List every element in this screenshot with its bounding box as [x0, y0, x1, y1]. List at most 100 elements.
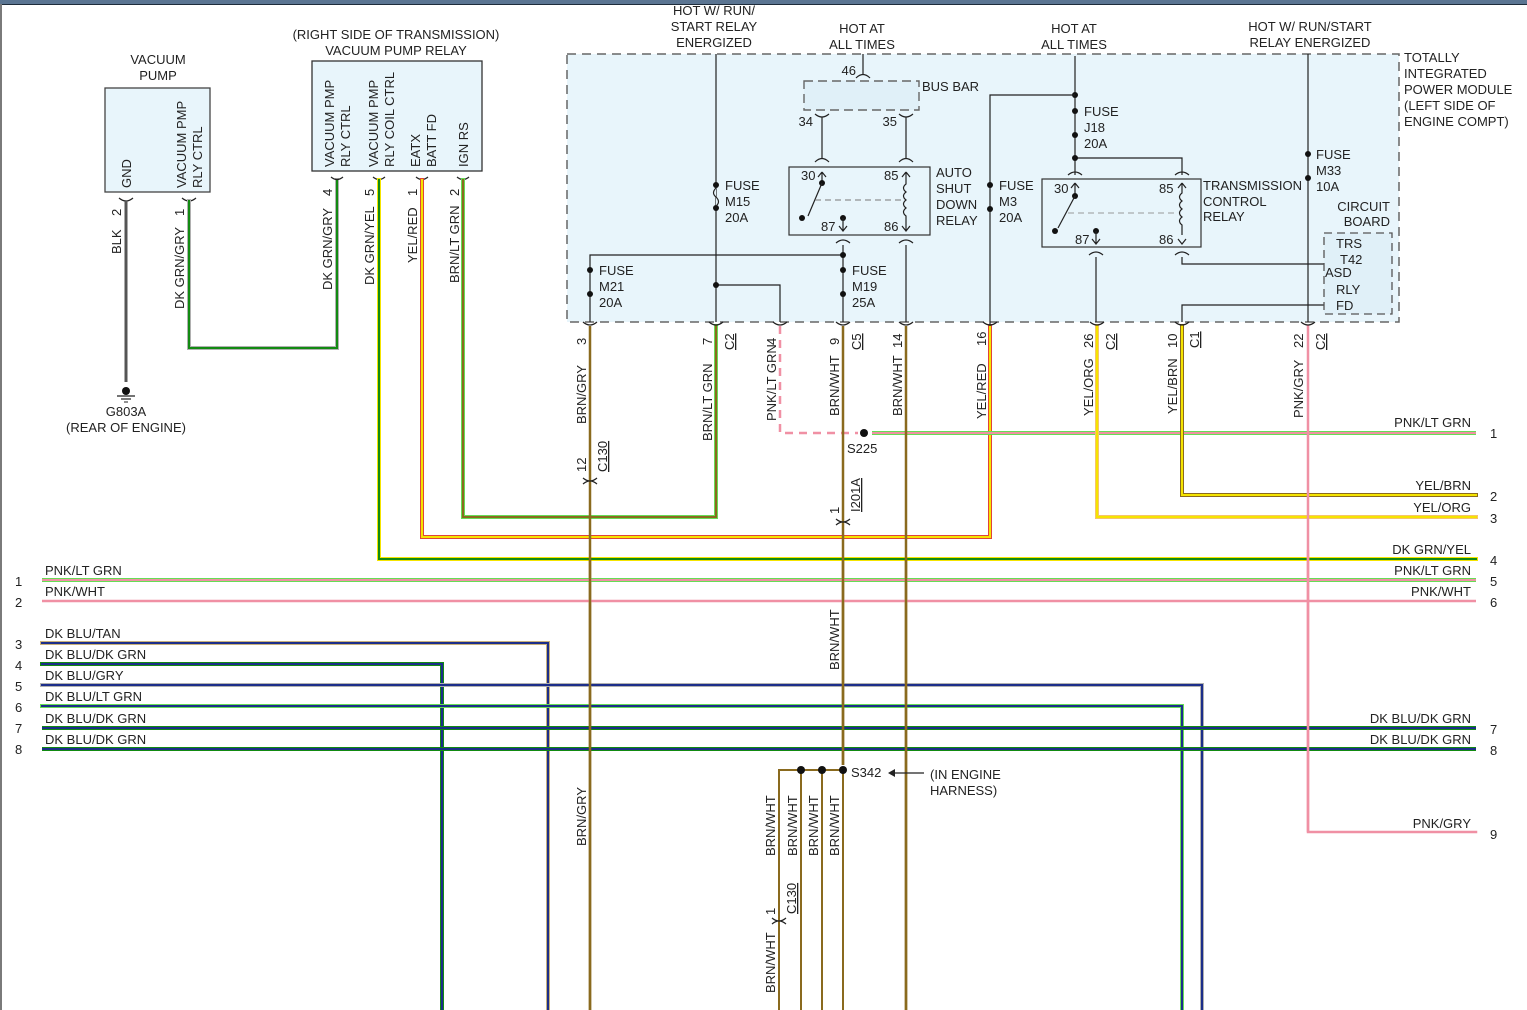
- vacuum-relay-pin4-label-1: VACUUM PMP: [322, 80, 337, 167]
- mid-wire-brnwht: BRN/WHT: [827, 609, 842, 670]
- output-conn-c2-c: C2: [1313, 333, 1328, 350]
- wire-row6-dkblultgrn: [41, 705, 1183, 1010]
- s342-wire-label-1: BRN/WHT: [763, 795, 778, 856]
- window-title-bar: [0, 0, 1527, 5]
- fuse-m3-rating: 20A: [999, 210, 1022, 225]
- left-ref-num-8: 8: [15, 742, 22, 757]
- left-ref-wire-7: DK BLU/DK GRN: [45, 711, 146, 726]
- output-pin-22: 22: [1291, 334, 1306, 348]
- output-conn-c1: C1: [1187, 331, 1202, 348]
- vacuum-relay-pin5-label-2: RLY COIL CTRL: [382, 72, 397, 167]
- hot-run-start-1-l3: ENERGIZED: [676, 35, 752, 50]
- fuse-m15-id: M15: [725, 194, 750, 209]
- asd-relay-pin87: 87: [821, 219, 835, 234]
- c201a-pin: 1: [827, 507, 842, 514]
- fuse-m33-word: FUSE: [1316, 147, 1351, 162]
- fuse-m15-rating: 20A: [725, 210, 748, 225]
- output-wire-yelred: YEL/RED: [974, 363, 989, 419]
- asd-relay-pin30: 30: [801, 168, 815, 183]
- tipm-module-box: [567, 54, 1399, 322]
- right-ref-num-9: 9: [1490, 827, 1497, 842]
- output-conn-c5: C5: [849, 333, 864, 350]
- vacuum-pump-title-1: VACUUM: [130, 52, 185, 67]
- s342-note-2: HARNESS): [930, 783, 997, 798]
- vacuum-pump-pin-ctrl-1: VACUUM PMP: [174, 101, 189, 188]
- fuse-m21-id: M21: [599, 279, 624, 294]
- left-ref-num-6: 6: [15, 700, 22, 715]
- s342-wire-label-2: BRN/WHT: [785, 795, 800, 856]
- bus-bar: [803, 80, 920, 111]
- wire-label-dkgrnyel: DK GRN/YEL: [362, 206, 377, 285]
- right-ref-num-1: 1: [1490, 426, 1497, 441]
- wire-label-brnltgrn-1: BRN/LT GRN: [447, 205, 462, 283]
- tcr-relay-pin85: 85: [1159, 181, 1173, 196]
- asd-relay-box: [788, 166, 931, 236]
- fuse-m21-word: FUSE: [599, 263, 634, 278]
- s342-node-1: [797, 766, 805, 774]
- right-ref-num-8: 8: [1490, 743, 1497, 758]
- bus-bar-pin-46: 46: [842, 63, 856, 78]
- output-conn-c2-b: C2: [1103, 333, 1118, 350]
- left-ref-wire-4: DK BLU/DK GRN: [45, 647, 146, 662]
- asd-relay-coil: [901, 171, 911, 232]
- wire-label-yelred-1: YEL/RED: [405, 207, 420, 263]
- hot-run-start-1-l2: START RELAY: [671, 19, 758, 34]
- bus-bar-pin-34: 34: [799, 114, 813, 129]
- hot-run-start-2-l2: RELAY ENERGIZED: [1250, 35, 1371, 50]
- wire-pnkltgrn-dashed: [778, 326, 858, 435]
- fuse-m21-rating: 20A: [599, 295, 622, 310]
- c130-top-connector: [582, 477, 598, 485]
- output-pin-3: 3: [574, 338, 589, 345]
- tcr-relay-switch: [1057, 195, 1076, 229]
- left-ref-wire-6: DK BLU/LT GRN: [45, 689, 142, 704]
- splice-s342-label: S342: [851, 765, 881, 780]
- vacuum-relay-pin1-num: 1: [405, 189, 420, 196]
- tcr-relay-label-3: RELAY: [1203, 209, 1245, 224]
- fuse-m3-word: FUSE: [999, 178, 1034, 193]
- vacuum-relay-pin5-num: 5: [362, 189, 377, 196]
- wire-label-dkgrngry-1: DK GRN/GRY: [172, 227, 187, 309]
- output-wire-brnwht-14: BRN/WHT: [890, 355, 905, 416]
- vacuum-pump-title-2: PUMP: [139, 68, 177, 83]
- vacuum-pump-pin1-num: 1: [172, 209, 187, 216]
- output-terminals: [582, 321, 1316, 326]
- output-pin-9: 9: [827, 338, 842, 345]
- right-ref-wire-1: PNK/LT GRN: [1394, 415, 1471, 430]
- circuit-board-rly: RLY: [1336, 282, 1361, 297]
- vacuum-relay-pin2-label-1: IGN RS: [456, 122, 471, 167]
- fuse-j18-word: FUSE: [1084, 104, 1119, 119]
- tcr-relay-pin87: 87: [1075, 232, 1089, 247]
- vacuum-relay-title-2: VACUUM PUMP RELAY: [325, 43, 467, 58]
- ground-id: G803A: [106, 404, 147, 419]
- wire-row4-dkbludkgrn: [41, 663, 443, 1010]
- asd-relay-pin86: 86: [884, 219, 898, 234]
- right-ref-wire-9: PNK/GRY: [1413, 816, 1472, 831]
- fuse-m19-id: M19: [852, 279, 877, 294]
- output-wire-pnkltgrn: PNK/LT GRN: [764, 344, 779, 421]
- vacuum-pump-pin2-terminal: [118, 197, 134, 202]
- fuse-m19-word: FUSE: [852, 263, 887, 278]
- left-refs: 1 PNK/LT GRN 2 PNK/WHT 3 DK BLU/TAN 4 DK…: [15, 563, 146, 757]
- hot-all-times-2-l2: ALL TIMES: [1041, 37, 1107, 52]
- hot-run-start-1-l1: HOT W/ RUN/: [673, 3, 755, 18]
- vacuum-relay-pin4-label-2: RLY CTRL: [338, 105, 353, 167]
- right-ref-wire-3: YEL/ORG: [1413, 500, 1471, 515]
- c130-top-id: C130: [595, 441, 610, 472]
- wire-row5-dkblugry: [41, 684, 1203, 1010]
- vacuum-pump-pin2-num: 2: [109, 209, 124, 216]
- left-ref-num-1: 1: [15, 574, 22, 589]
- c130-bottom-id: C130: [784, 883, 799, 914]
- s342-node-2: [818, 766, 826, 774]
- output-wire-pnkgry: PNK/GRY: [1291, 359, 1306, 418]
- right-ref-num-6: 6: [1490, 595, 1497, 610]
- left-ref-wire-5: DK BLU/GRY: [45, 668, 124, 683]
- fuse-m3-id: M3: [999, 194, 1017, 209]
- tipm-label-3: POWER MODULE: [1404, 82, 1513, 97]
- mid-wire-brngry: BRN/GRY: [574, 787, 589, 846]
- s342-wire-label-4: BRN/WHT: [827, 795, 842, 856]
- wire-label-blk: BLK: [109, 229, 124, 254]
- ground-node: [122, 387, 130, 395]
- wire-m3-feed: [989, 94, 1075, 326]
- output-pin-26: 26: [1081, 334, 1096, 348]
- s342-node-3: [839, 766, 847, 774]
